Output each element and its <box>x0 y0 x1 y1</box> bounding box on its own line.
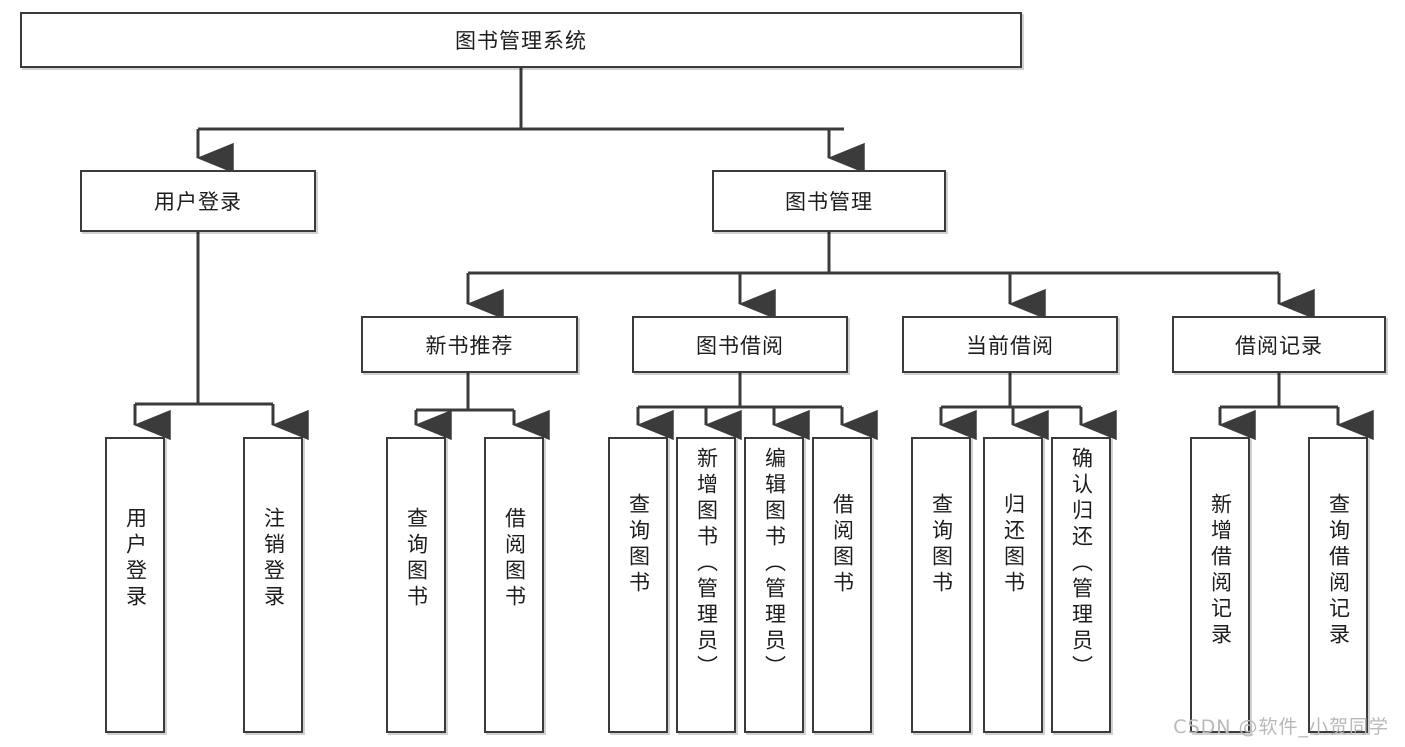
leaf-query-books-recommend[interactable]: 查询图书 <box>386 437 446 733</box>
leaf-add-book-admin-label: 新增图书（管理员） <box>694 447 719 681</box>
leaf-return-books[interactable]: 归还图书 <box>983 437 1043 733</box>
node-user-login[interactable]: 用户登录 <box>80 170 316 232</box>
leaf-return-books-label: 归还图书 <box>1001 493 1026 597</box>
leaf-edit-book-admin-label: 编辑图书（管理员） <box>762 447 787 681</box>
leaf-query-books-current[interactable]: 查询图书 <box>911 437 971 733</box>
csdn-watermark: CSDN @软件_小贺同学 <box>1173 716 1389 738</box>
node-root-label: 图书管理系统 <box>455 29 587 53</box>
leaf-edit-book-admin[interactable]: 编辑图书（管理员） <box>744 437 804 733</box>
node-current-borrow[interactable]: 当前借阅 <box>902 316 1118 373</box>
node-new-book-recommend[interactable]: 新书推荐 <box>361 316 578 373</box>
node-borrow-records-label: 借阅记录 <box>1235 333 1323 358</box>
leaf-query-books-borrow-label: 查询图书 <box>626 493 651 597</box>
leaf-confirm-return-admin-label: 确认归还（管理员） <box>1069 447 1094 681</box>
leaf-borrow-books-recommend[interactable]: 借阅图书 <box>484 437 544 733</box>
leaf-user-login[interactable]: 用户登录 <box>105 437 165 733</box>
leaf-add-borrow-record-label: 新增借阅记录 <box>1208 493 1233 649</box>
leaf-logout-label: 注销登录 <box>261 507 286 611</box>
leaf-logout[interactable]: 注销登录 <box>243 437 303 733</box>
leaf-query-borrow-record-label: 查询借阅记录 <box>1326 493 1351 649</box>
leaf-query-borrow-record[interactable]: 查询借阅记录 <box>1308 437 1368 733</box>
node-root[interactable]: 图书管理系统 <box>20 12 1022 68</box>
leaf-borrow-books-recommend-label: 借阅图书 <box>502 507 527 611</box>
node-borrow-records[interactable]: 借阅记录 <box>1172 316 1386 373</box>
leaf-borrow-books[interactable]: 借阅图书 <box>812 437 872 733</box>
node-new-book-recommend-label: 新书推荐 <box>425 333 514 358</box>
leaf-add-borrow-record[interactable]: 新增借阅记录 <box>1190 437 1250 733</box>
node-book-management-label: 图书管理 <box>785 190 873 214</box>
node-current-borrow-label: 当前借阅 <box>966 333 1054 358</box>
node-book-borrow-label: 图书借阅 <box>696 333 784 358</box>
node-book-borrow[interactable]: 图书借阅 <box>632 316 848 373</box>
leaf-query-books-borrow[interactable]: 查询图书 <box>608 437 668 733</box>
leaf-add-book-admin[interactable]: 新增图书（管理员） <box>676 437 736 733</box>
leaf-query-books-recommend-label: 查询图书 <box>404 507 429 611</box>
leaf-confirm-return-admin[interactable]: 确认归还（管理员） <box>1051 437 1111 733</box>
leaf-query-books-current-label: 查询图书 <box>929 493 954 597</box>
leaf-borrow-books-label: 借阅图书 <box>830 493 855 597</box>
leaf-user-login-label: 用户登录 <box>123 507 148 611</box>
node-book-management[interactable]: 图书管理 <box>712 170 946 232</box>
node-user-login-label: 用户登录 <box>154 190 242 214</box>
